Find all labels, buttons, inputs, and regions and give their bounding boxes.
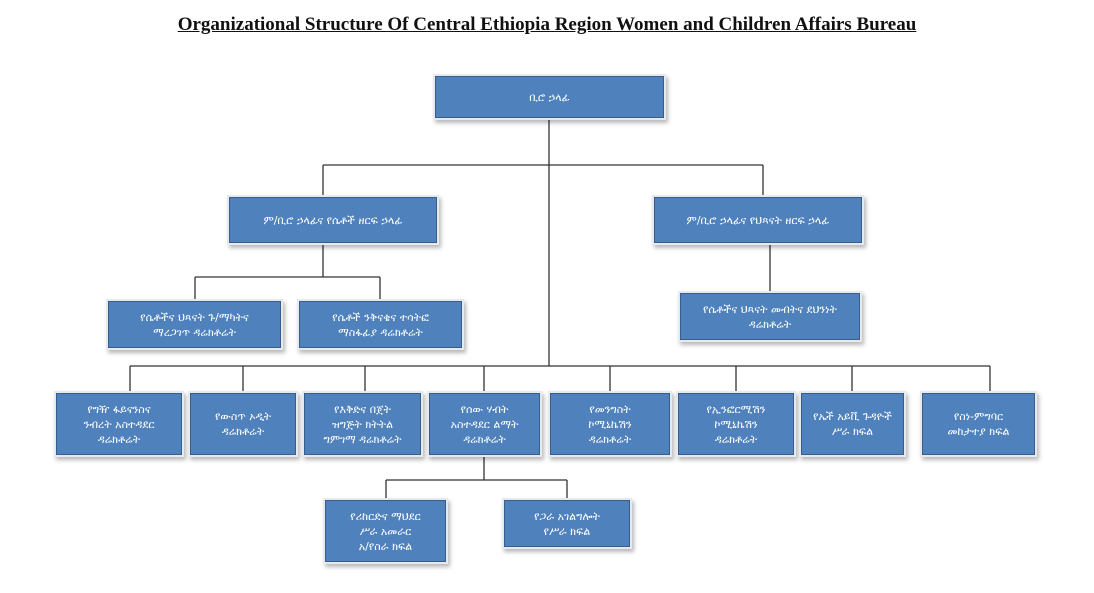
audit-directorate-box: የውስጥ ኦዲት ዳሬክቶሬት	[190, 393, 296, 455]
records-unit-label: የሪከርድና ማህደር ሥራ አመራር አ/የስራ ክፍል	[350, 509, 421, 553]
women-participation-directorate-label: የሴቶች ንቅናቄና ተሳትፎ ማስፋፊያ ዳሬክቶሬት	[332, 310, 429, 339]
children-deputy-label: ም/ቢሮ ኃላፊና የህጻናት ዘርፍ ኃላፊ	[686, 213, 830, 227]
communication-directorate-box: የመንግስት ኮሚኒኬሽን ዳሬክቶሬት	[550, 393, 670, 455]
hiv-unit-label: የኤች አይቪ ጉዳዮች ሥራ ክፍል	[813, 410, 892, 438]
child-welfare-directorate-label: የሴቶችና ህጻናት መብትና ደህንነት ዳሬክቶሬት	[703, 302, 837, 331]
bureau-head-label: ቢሮ ኃላፊ	[529, 90, 570, 104]
planning-directorate-label: የእቅድና በጀት ዝግጅት ክትትል ግምገማ ዳሬክቶሬት	[323, 402, 402, 446]
child-welfare-directorate-box: የሴቶችና ህጻናት መብትና ደህንነት ዳሬክቶሬት	[680, 293, 860, 340]
audit-directorate-label: የውስጥ ኦዲት ዳሬክቶሬት	[214, 410, 272, 438]
hr-directorate-label: የሰው ሃብት አስተዳደር ልማት ዳሬክቶሬት	[450, 402, 519, 446]
general-service-unit-label: የጋራ አገልግሎት የሥራ ክፍል	[534, 509, 600, 538]
women-deputy-box: ም/ቢሮ ኃላፊና የሴቶች ዘርፍ ኃላፊ	[229, 197, 437, 243]
ict-directorate-box: የኢንፎርሚሽን ኮሚኒኬሽን ዳሬክቶሬት	[678, 393, 794, 455]
finance-directorate-box: የግዥ ፋይናንስና ንብረት አስተዳደር ዳሬክቶሬት	[56, 393, 182, 455]
communication-directorate-label: የመንግስት ኮሚኒኬሽን ዳሬክቶሬት	[588, 402, 632, 446]
ethics-unit-box: የስነ-ምግባር መከታተያ ክፍል	[922, 393, 1035, 455]
page-title: Organizational Structure Of Central Ethi…	[177, 14, 917, 35]
children-deputy-box: ም/ቢሮ ኃላፊና የህጻናት ዘርፍ ኃላፊ	[654, 197, 862, 243]
general-service-unit-box: የጋራ አገልግሎት የሥራ ክፍል	[504, 500, 630, 547]
records-unit-box: የሪከርድና ማህደር ሥራ አመራር አ/የስራ ክፍል	[325, 500, 446, 562]
women-rights-directorate-box: የሴቶችና ህጻናት ጉ/ማካትና ማረጋገጥ ዳሬክቶሬት	[108, 301, 281, 348]
bureau-head-box: ቢሮ ኃላፊ	[435, 76, 664, 118]
hr-directorate-box: የሰው ሃብት አስተዳደር ልማት ዳሬክቶሬት	[429, 393, 540, 455]
hiv-unit-box: የኤች አይቪ ጉዳዮች ሥራ ክፍል	[801, 393, 904, 455]
finance-directorate-label: የግዥ ፋይናንስና ንብረት አስተዳደር ዳሬክቶሬት	[83, 402, 155, 446]
ethics-unit-label: የስነ-ምግባር መከታተያ ክፍል	[947, 410, 1010, 438]
women-deputy-label: ም/ቢሮ ኃላፊና የሴቶች ዘርፍ ኃላፊ	[263, 213, 403, 227]
planning-directorate-box: የእቅድና በጀት ዝግጅት ክትትል ግምገማ ዳሬክቶሬት	[304, 393, 421, 455]
women-participation-directorate-box: የሴቶች ንቅናቄና ተሳትፎ ማስፋፊያ ዳሬክቶሬት	[299, 301, 462, 348]
women-rights-directorate-label: የሴቶችና ህጻናት ጉ/ማካትና ማረጋገጥ ዳሬክቶሬት	[140, 310, 249, 339]
ict-directorate-label: የኢንፎርሚሽን ኮሚኒኬሽን ዳሬክቶሬት	[706, 402, 766, 446]
